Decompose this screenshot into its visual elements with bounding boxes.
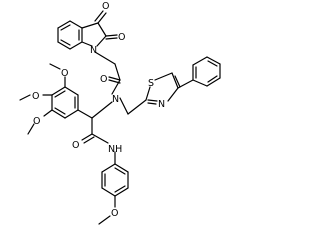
bond <box>97 22 107 37</box>
bond <box>119 97 129 115</box>
bond <box>83 136 95 144</box>
molecule-diagram: O O N O N S N O O O O NH O <box>19 1 221 225</box>
bond <box>91 101 113 119</box>
bond <box>54 90 66 98</box>
bond <box>60 39 71 46</box>
bond <box>60 24 71 31</box>
bond <box>64 86 79 96</box>
bond <box>111 79 121 95</box>
atom-label-o-amide-a: O <box>100 74 107 85</box>
bond <box>167 87 179 102</box>
bond <box>97 12 107 24</box>
bond <box>64 109 79 119</box>
bond <box>206 77 221 87</box>
atom-label-o-methoxy-bottom: O <box>33 116 40 127</box>
atom-labels: O O N O N S N O O O O NH O <box>32 1 165 219</box>
atom-label-n-amide-a: N <box>112 94 119 105</box>
atom-label-n-thiazole: N <box>158 99 165 110</box>
atom-label-o-amide-b: O <box>72 140 79 151</box>
structure-drawing: O O N O N S N O O O O NH O <box>19 1 221 225</box>
bond <box>114 63 121 81</box>
bond <box>114 167 126 175</box>
bond <box>19 94 31 101</box>
bond <box>192 56 208 66</box>
bond <box>27 123 35 135</box>
bond <box>192 79 208 87</box>
atom-label-o-ketone: O <box>102 1 109 12</box>
bond <box>81 41 93 47</box>
bond <box>101 187 116 197</box>
bond <box>114 185 126 193</box>
bond <box>127 99 147 115</box>
bond <box>108 76 121 81</box>
atom-label-o-methoxy-top: O <box>61 68 68 79</box>
bond <box>206 56 221 65</box>
bond <box>94 51 116 65</box>
bond <box>51 86 66 96</box>
bond <box>114 163 129 173</box>
bond <box>171 72 179 89</box>
bond <box>98 215 111 225</box>
bond-set <box>19 10 221 225</box>
bond <box>96 35 107 47</box>
bond <box>114 187 129 197</box>
bond <box>81 133 93 141</box>
bond <box>94 10 104 22</box>
bond <box>105 34 118 37</box>
atom-label-o-methoxy-middle: O <box>32 91 39 102</box>
bond <box>101 163 116 173</box>
bond <box>91 133 109 144</box>
bond <box>57 20 71 29</box>
bond <box>147 102 157 105</box>
bond <box>69 20 83 29</box>
bond <box>145 86 151 101</box>
atom-label-o-methoxy-aryl: O <box>111 208 118 219</box>
bond <box>69 41 83 50</box>
bond <box>147 99 158 102</box>
atom-label-o-lactam: O <box>118 32 125 43</box>
bond <box>174 75 181 88</box>
bond <box>105 37 118 40</box>
bond <box>177 79 194 89</box>
atom-label-s-thiazole: S <box>148 78 154 89</box>
atom-label-nh-amide-b: NH <box>108 144 122 155</box>
bond <box>154 72 173 81</box>
bond <box>77 109 93 119</box>
bond <box>57 41 71 50</box>
bond <box>54 107 66 115</box>
bond <box>207 75 218 83</box>
atom-label-n-indole: N <box>90 45 97 56</box>
bond <box>207 60 218 67</box>
bond <box>51 109 66 119</box>
bond <box>81 22 99 29</box>
bond <box>49 63 61 70</box>
bond <box>43 109 53 117</box>
